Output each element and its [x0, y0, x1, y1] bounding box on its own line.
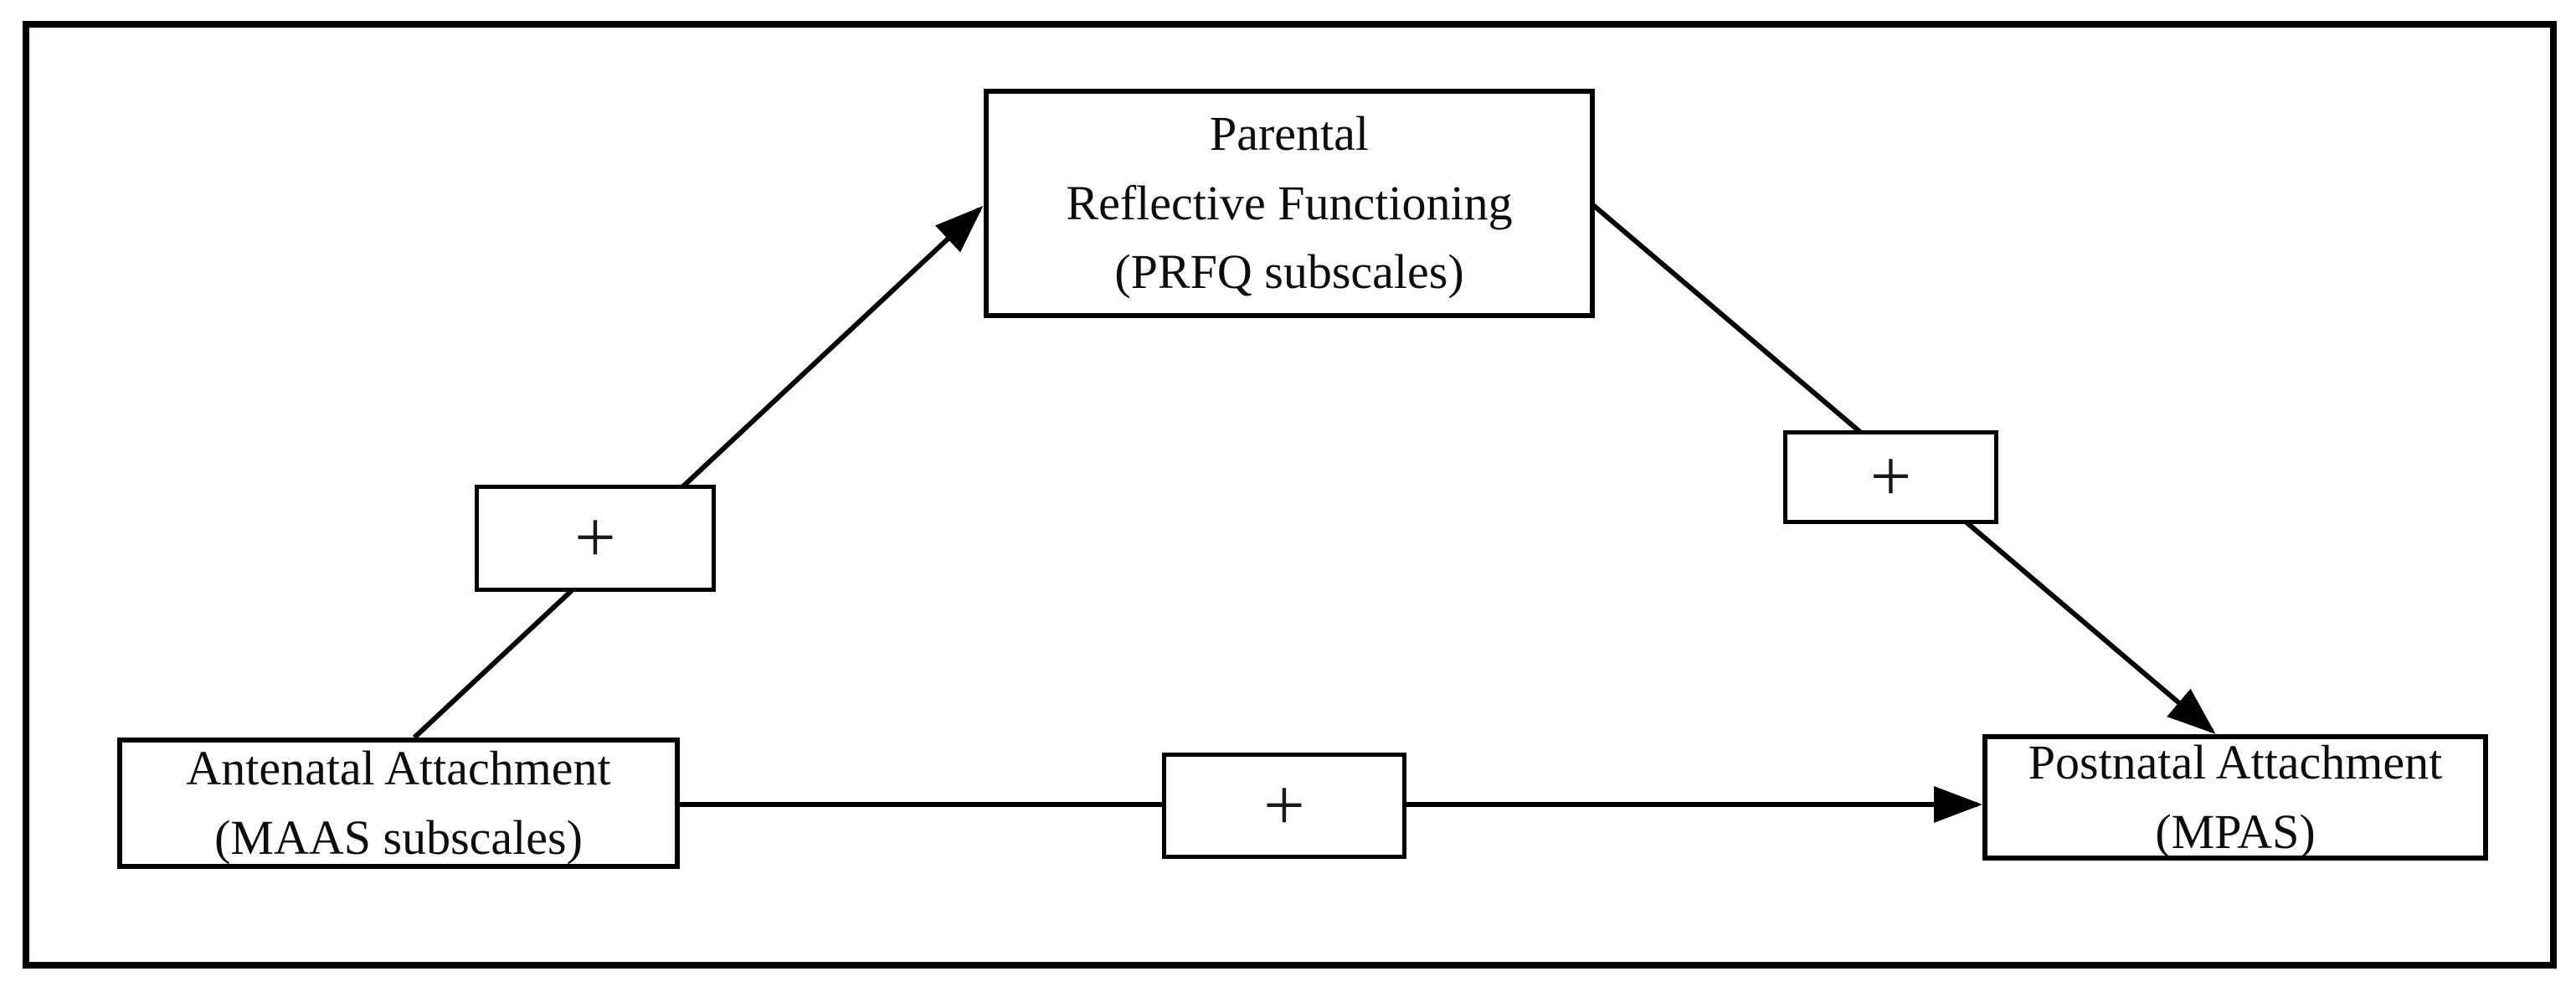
node-label-line: Postnatal Attachment [2028, 735, 2443, 790]
node-label-line: Antenatal Attachment [186, 741, 611, 796]
sign-box-predictor-to-mediator: + [475, 485, 716, 592]
sign-box-mediator-to-outcome: + [1783, 430, 1998, 524]
plus-sign-label: + [574, 497, 616, 578]
node-postnatal-attachment: Postnatal Attachment (MPAS) [1982, 734, 2488, 861]
sign-box-predictor-to-outcome: + [1162, 753, 1406, 859]
node-parental-reflective-functioning: Parental Reflective Functioning (PRFQ su… [984, 89, 1595, 318]
plus-sign-label: + [1263, 764, 1305, 846]
arrow-predictor-to-mediator [412, 205, 984, 740]
node-label-line: (MPAS) [2155, 804, 2316, 859]
node-label-line: Parental [1209, 106, 1370, 162]
node-label-line: (MAAS subscales) [214, 810, 583, 865]
node-label-line: (PRFQ subscales) [1114, 244, 1464, 300]
node-label-line: Reflective Functioning [1066, 175, 1513, 230]
node-antenatal-attachment: Antenatal Attachment (MAAS subscales) [117, 738, 680, 869]
plus-sign-label: + [1869, 436, 1912, 517]
